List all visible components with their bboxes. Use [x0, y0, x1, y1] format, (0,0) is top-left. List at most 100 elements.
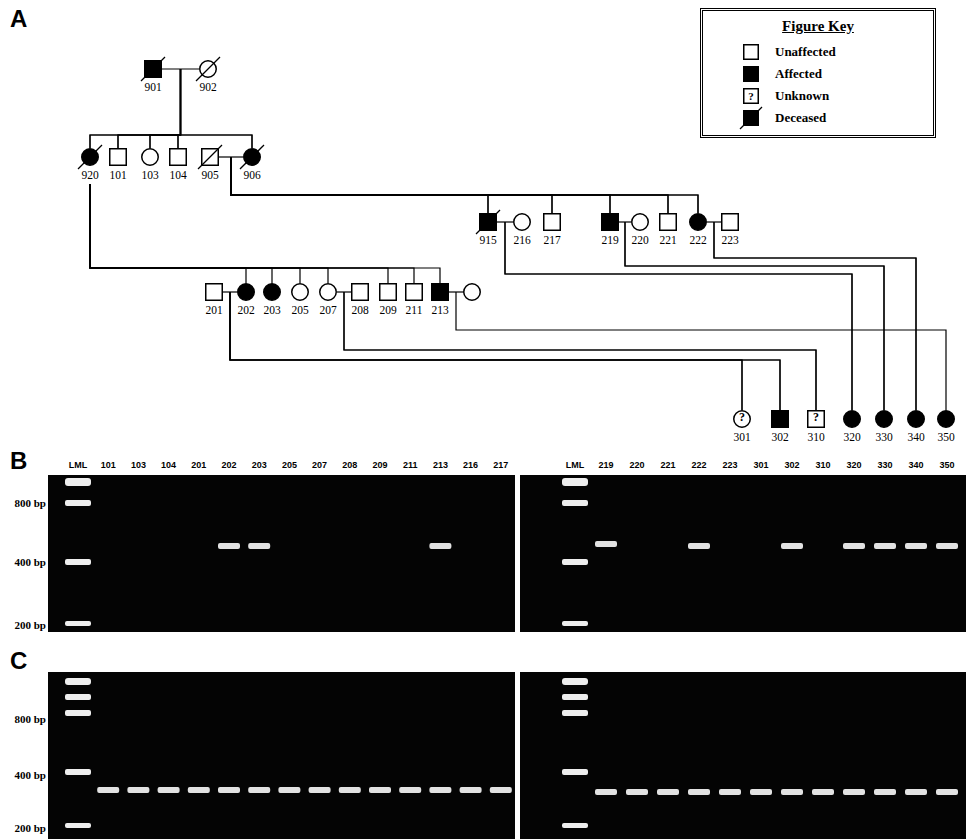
- individual-id: 905: [200, 169, 220, 182]
- pedigree-line: [231, 157, 488, 213]
- size-marker-label: 200 bp: [15, 822, 47, 834]
- pedigree-line: [231, 157, 552, 213]
- pedigree-line: [505, 222, 852, 410]
- individual-id: 217: [542, 234, 562, 247]
- pedigree-symbol: [907, 410, 925, 428]
- individual-id: 209: [378, 304, 398, 317]
- pedigree-symbol: [169, 148, 187, 166]
- ladder-band: [562, 478, 588, 486]
- pedigree-line: [625, 222, 884, 410]
- affected-circle: [238, 284, 255, 301]
- lane-label: 216: [463, 460, 478, 471]
- lane-label: 209: [372, 460, 387, 471]
- legend-text: Affected: [775, 66, 822, 82]
- individual-id: 203: [262, 304, 282, 317]
- sample-band: [719, 789, 741, 795]
- ladder-band: [65, 678, 91, 685]
- lane-label: 203: [252, 460, 267, 471]
- ladder-band: [562, 500, 588, 506]
- size-marker-label: 800 bp: [15, 497, 47, 509]
- figure-key: Figure KeyUnaffectedAffected?UnknownDece…: [700, 8, 936, 138]
- sample-band: [595, 789, 617, 795]
- pedigree-individual: 221: [658, 213, 678, 247]
- unaffected-square: [352, 284, 369, 301]
- legend-square: [744, 67, 759, 82]
- sample-band: [843, 789, 865, 795]
- unaffected-square: [544, 214, 561, 231]
- gel-background: [520, 672, 966, 839]
- pedigree-line: [230, 292, 780, 410]
- legend-square: [744, 89, 759, 104]
- legend-sample: [743, 66, 759, 82]
- pedigree-symbol: [199, 60, 217, 78]
- lane-label: 302: [784, 460, 799, 471]
- sample-band: [843, 543, 865, 549]
- pedigree-individual: 203: [262, 283, 282, 317]
- pedigree-line: [231, 157, 610, 213]
- individual-id: 213: [430, 304, 450, 317]
- legend-sample: [743, 44, 759, 60]
- pedigree-individual: 208: [350, 283, 370, 317]
- pedigree-symbol: [201, 148, 219, 166]
- individual-id: 222: [688, 234, 708, 247]
- individual-id: 101: [108, 169, 128, 182]
- legend-row: Affected: [703, 63, 933, 85]
- pedigree-line: [344, 292, 816, 410]
- pedigree-individual: 202: [236, 283, 256, 317]
- legend-text: Unknown: [775, 88, 829, 104]
- sample-band: [218, 787, 240, 793]
- sample-band: [188, 787, 210, 793]
- pedigree-individual: 207: [318, 283, 338, 317]
- pedigree-symbol: [263, 283, 281, 301]
- sample-band: [874, 789, 896, 795]
- affected-circle: [844, 411, 861, 428]
- pedigree-line: [230, 292, 742, 410]
- sample-band: [626, 789, 648, 795]
- pedigree-symbol: [205, 283, 223, 301]
- sample-band: [460, 787, 482, 793]
- pedigree-individual: ?301: [732, 410, 752, 444]
- ladder-band: [65, 478, 91, 486]
- ladder-band: [562, 769, 588, 775]
- pedigree-line: [90, 184, 440, 283]
- pedigree-individual: 302: [770, 410, 790, 444]
- pedigree-symbol: [431, 283, 449, 301]
- size-marker-label: 400 bp: [15, 769, 47, 781]
- deceased-slash: [740, 107, 762, 129]
- pedigree-symbol: [243, 148, 261, 166]
- individual-id: 906: [242, 169, 262, 182]
- lane-label: 213: [433, 460, 448, 471]
- lane-label: 208: [342, 460, 357, 471]
- spouse-symbol: [464, 284, 481, 301]
- pedigree-individual: 902: [198, 60, 218, 94]
- lane-label: 340: [908, 460, 923, 471]
- pedigree-symbol: [351, 283, 369, 301]
- sample-band: [781, 543, 803, 549]
- pedigree-line: [505, 222, 852, 410]
- pedigree-individual: 905: [200, 148, 220, 182]
- pedigree-line: [150, 69, 181, 148]
- pedigree-symbol: [771, 410, 789, 428]
- gel-background: [520, 475, 966, 632]
- pedigree-symbol: [319, 283, 337, 301]
- lane-label: 301: [753, 460, 768, 471]
- ladder-band: [562, 823, 588, 828]
- legend-sample: [743, 110, 759, 126]
- pedigree-individual: 320: [842, 410, 862, 444]
- ladder-band: [65, 500, 91, 506]
- pedigree-individual: 216: [512, 213, 532, 247]
- sample-band: [936, 543, 958, 549]
- lane-label: 310: [815, 460, 830, 471]
- pedigree-line: [625, 222, 884, 410]
- panel-letter: C: [10, 648, 27, 674]
- lane-label: 220: [629, 460, 644, 471]
- pedigree-individual: 205: [290, 283, 310, 317]
- pedigree-individual: 213: [430, 283, 450, 317]
- unaffected-circle: [632, 214, 649, 231]
- individual-id: 211: [405, 304, 424, 317]
- pedigree-individual: 103: [140, 148, 160, 182]
- individual-id: 219: [600, 234, 620, 247]
- lane-label: 207: [312, 460, 327, 471]
- pedigree-line: [456, 292, 946, 410]
- ladder-band: [65, 769, 91, 775]
